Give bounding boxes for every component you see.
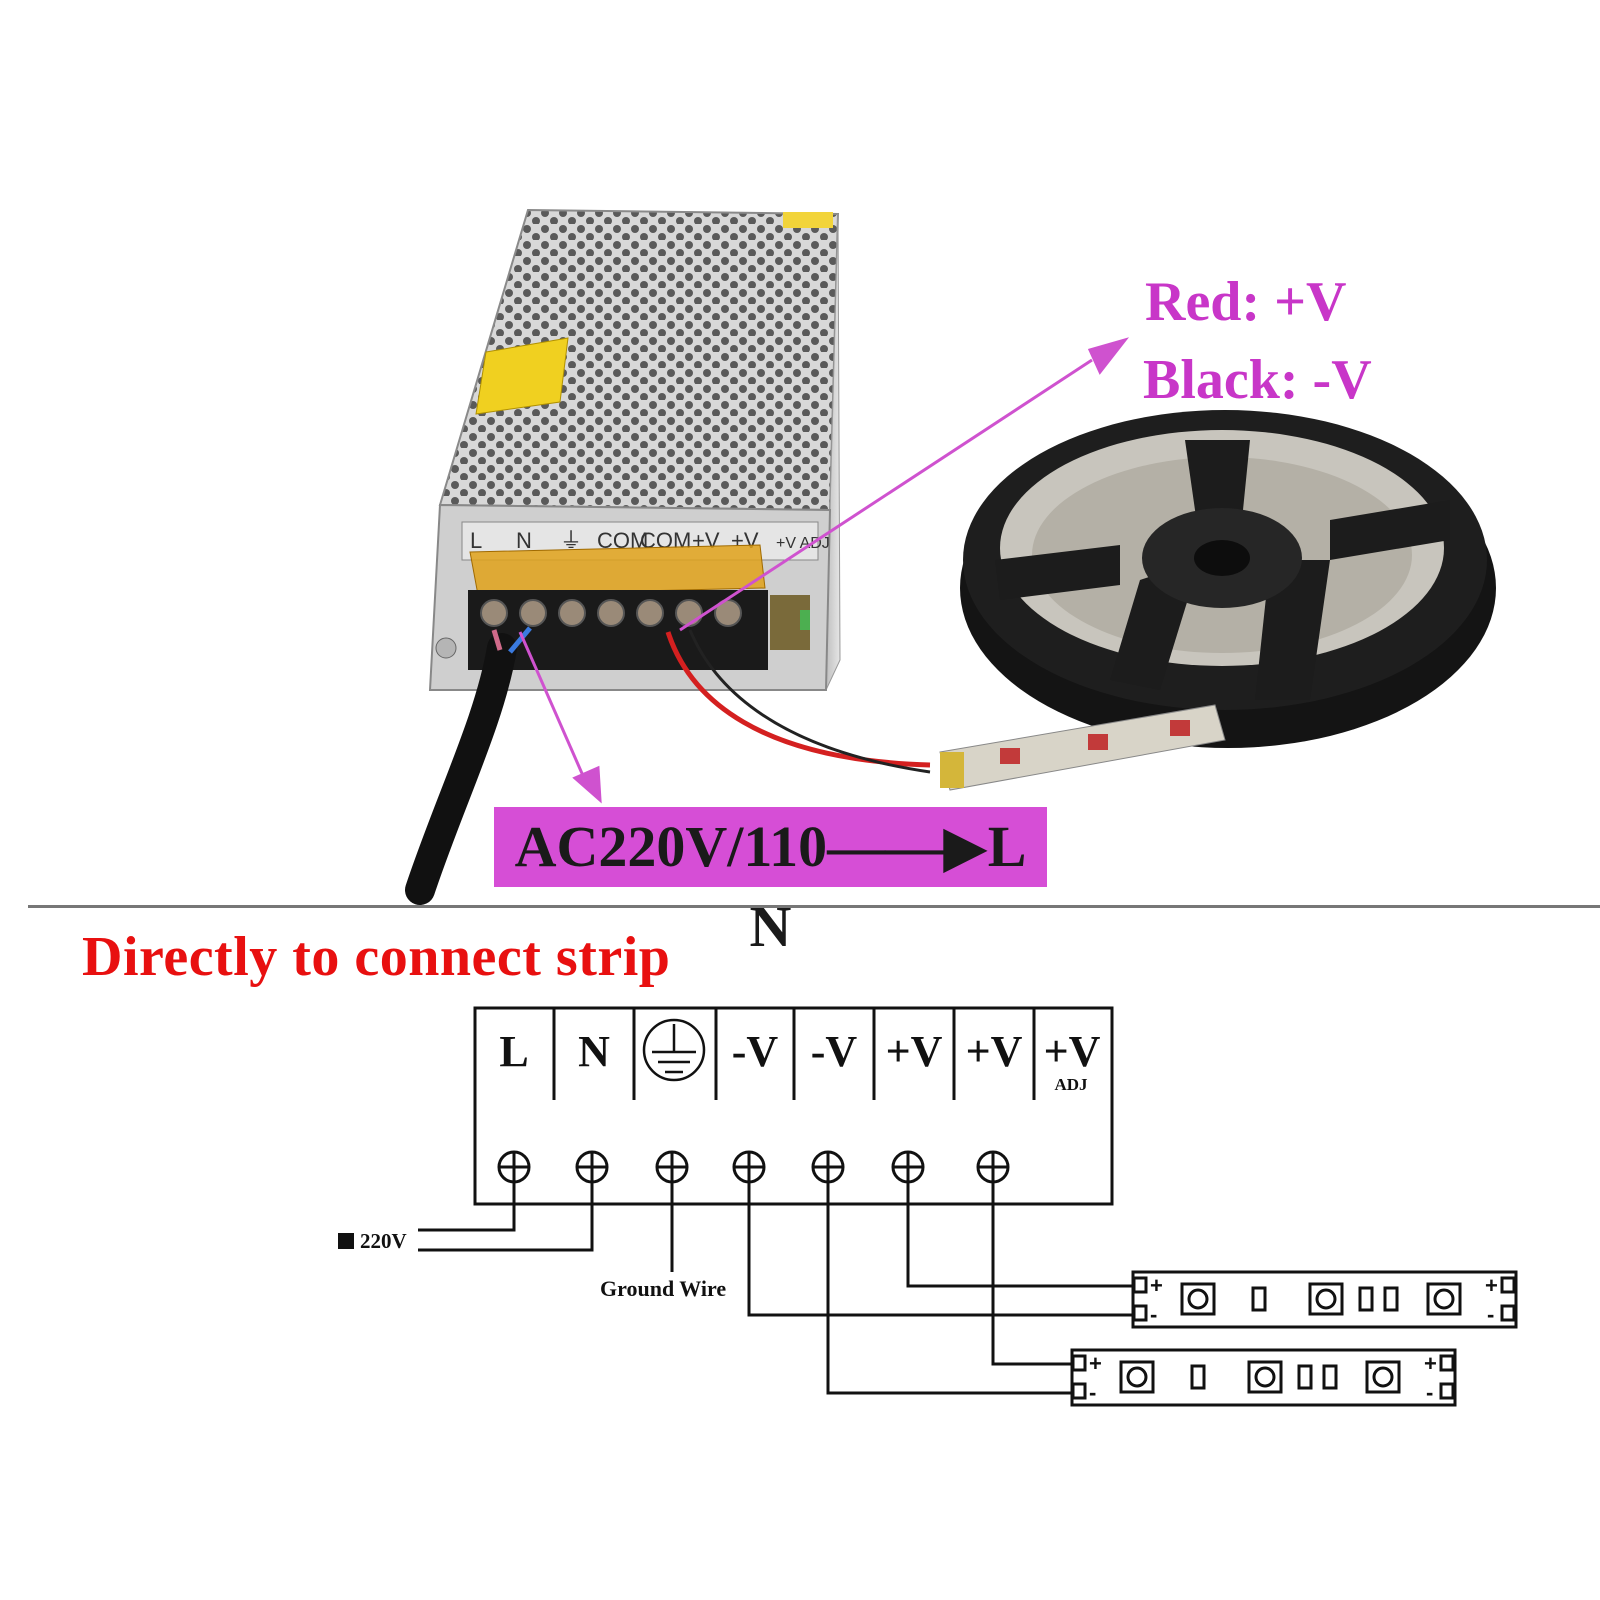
led-chip-icon <box>1247 1360 1283 1394</box>
ground-symbol-icon <box>642 1018 706 1082</box>
terminal-labels: L N -V -V +V +V +V ADJ <box>499 1027 1100 1094</box>
terminal-screws <box>480 599 742 627</box>
terminal-label: -V <box>732 1027 779 1076</box>
psu-label: N <box>516 528 532 553</box>
terminal-label: N <box>578 1027 610 1076</box>
screw-icon <box>811 1150 845 1184</box>
screw-icon <box>575 1150 609 1184</box>
screw-icon <box>732 1150 766 1184</box>
strip-plus-label: + <box>1150 1273 1163 1298</box>
terminal-label: L <box>499 1027 528 1076</box>
terminal-label: +V <box>966 1027 1023 1076</box>
led-strip-reel <box>939 410 1496 791</box>
screw-icon <box>497 1150 531 1184</box>
diagram-wires <box>418 1182 1133 1395</box>
callout-black-minus: Black: -V <box>1143 349 1372 411</box>
ac-power-cable <box>405 633 517 905</box>
led-strip-1 <box>1131 1270 1518 1329</box>
psu-label: L <box>470 528 482 553</box>
strip-plus-label: + <box>1424 1351 1437 1376</box>
wire-minus-2 <box>826 1182 1072 1395</box>
strip-minus-label: - <box>1150 1302 1157 1327</box>
led-chip-icon <box>1426 1282 1462 1316</box>
strip-minus-label: - <box>1426 1380 1433 1405</box>
diagram-heading: Directly to connect strip <box>82 926 671 988</box>
power-supply-unit: L N ⏚ COM COM +V +V +V ADJ <box>428 208 841 691</box>
input-voltage-label: 220V <box>360 1229 407 1253</box>
led-chip-icon <box>1308 1282 1344 1316</box>
psu-label: ⏚ <box>560 528 582 553</box>
terminal-label: -V <box>811 1027 858 1076</box>
led-chip-icon <box>1119 1360 1155 1394</box>
arrow-head-icon <box>572 765 602 804</box>
black-wire <box>688 629 931 774</box>
led-strip-2 <box>1070 1348 1457 1407</box>
wire-plus-1 <box>906 1182 1133 1288</box>
plug-icon <box>338 1233 354 1249</box>
terminal-label: +V <box>1044 1027 1101 1076</box>
led-chip-icon <box>1180 1282 1216 1316</box>
strip-minus-label: - <box>1487 1302 1494 1327</box>
arrow-head-icon <box>1087 337 1130 375</box>
terminal-sublabel: ADJ <box>1054 1075 1088 1094</box>
ground-wire-label: Ground Wire <box>600 1276 726 1301</box>
terminal-cover <box>469 544 766 596</box>
terminal-screw-icons <box>497 1150 1010 1184</box>
callout-arrows <box>518 337 1130 804</box>
led-chip-icon <box>1365 1360 1401 1394</box>
strip-plus-label: + <box>1485 1273 1498 1298</box>
terminal-label: +V <box>886 1027 943 1076</box>
strip-minus-label: - <box>1089 1380 1096 1405</box>
wire-l <box>418 1182 516 1232</box>
screw-icon <box>976 1150 1010 1184</box>
screw-icon <box>891 1150 925 1184</box>
wire-plus-2 <box>991 1182 1072 1366</box>
callout-red-plus: Red: +V <box>1145 271 1347 333</box>
section-divider <box>28 905 1600 908</box>
screw-icon <box>655 1150 689 1184</box>
warning-sticker <box>475 337 569 415</box>
wire-n <box>418 1182 594 1252</box>
ac-input-label: AC220V/110——▶L N <box>494 807 1047 959</box>
wire-minus-1 <box>747 1182 1133 1317</box>
strip-plus-label: + <box>1089 1351 1102 1376</box>
